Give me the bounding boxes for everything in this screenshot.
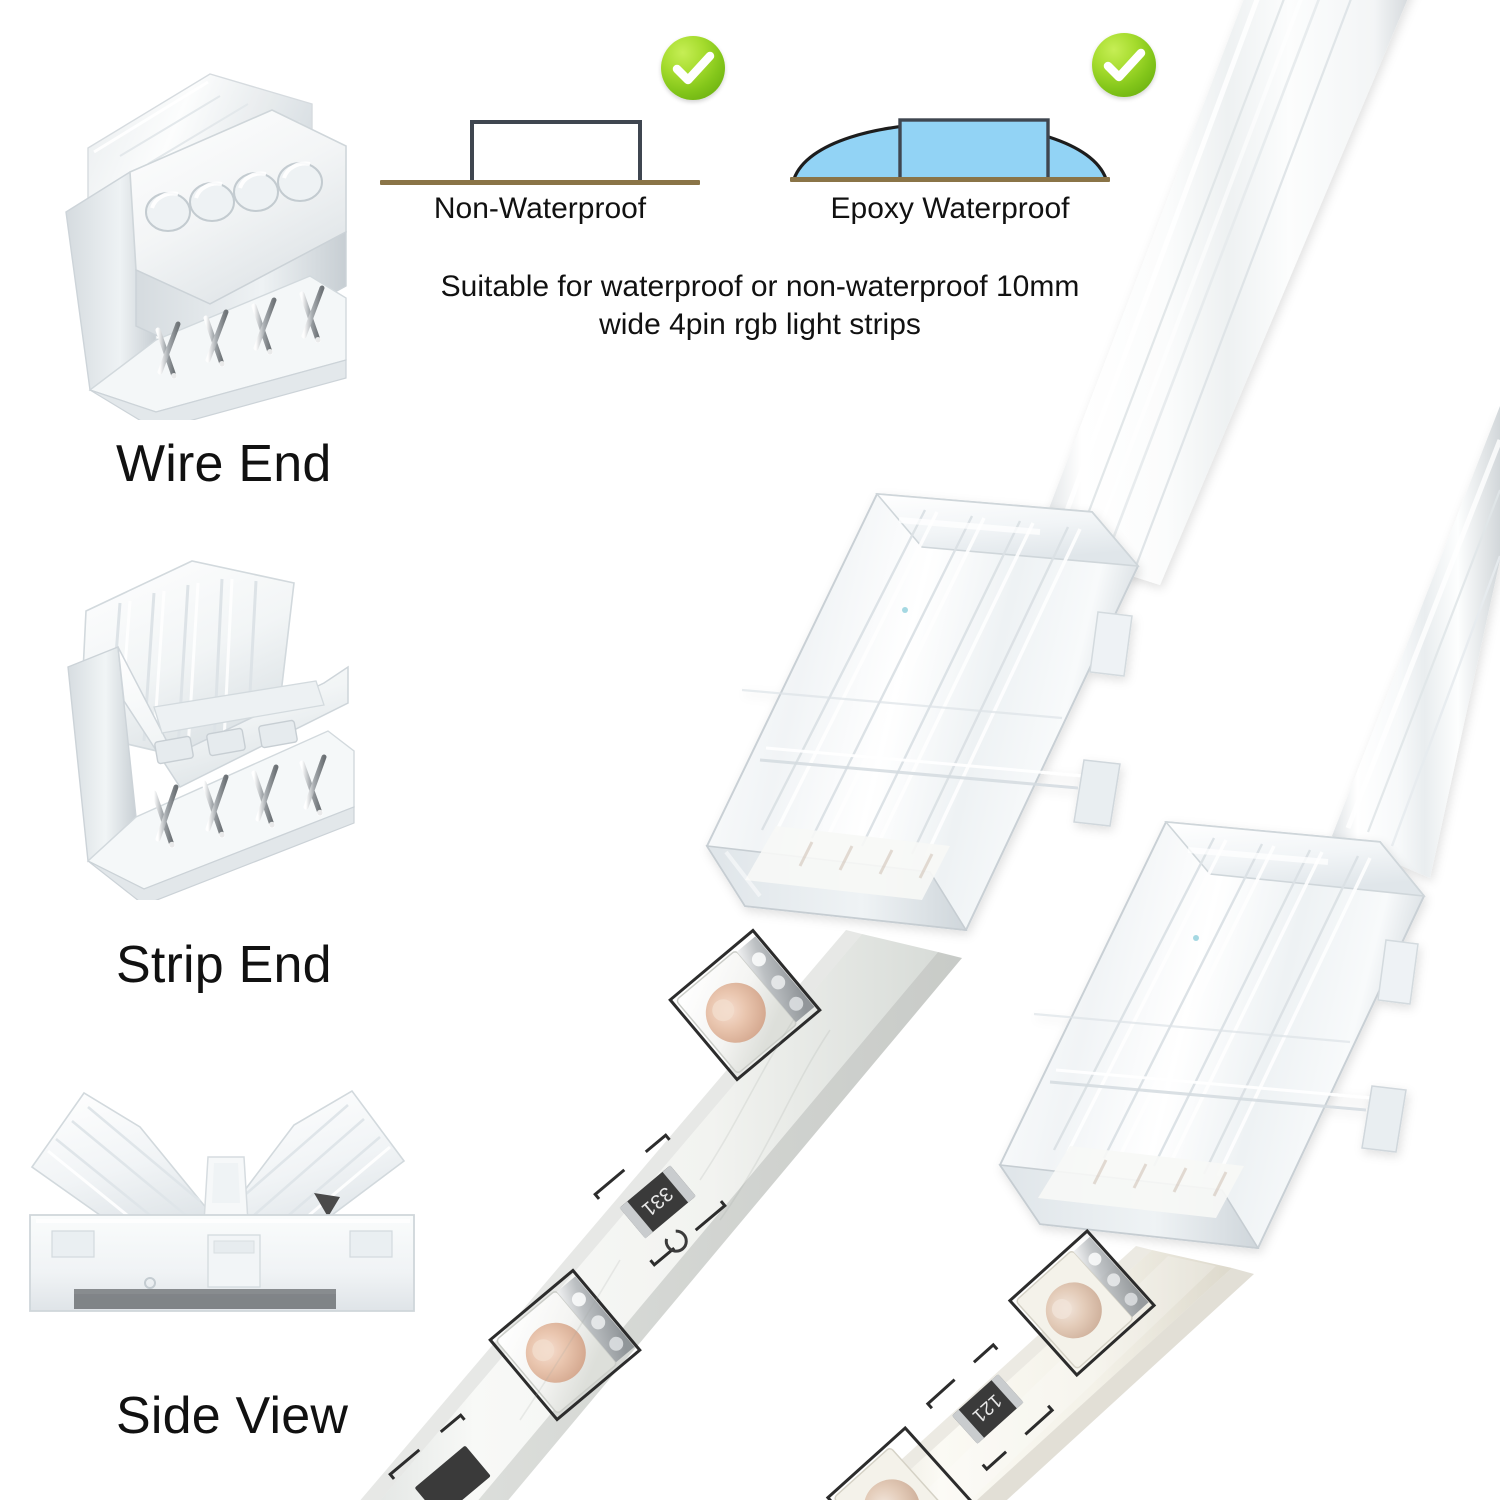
strip-profile-flat <box>470 120 642 183</box>
caption-epoxy-waterproof: Epoxy Waterproof <box>830 192 1070 225</box>
diagram-non-waterproof <box>380 110 700 190</box>
view-label-strip-end: Strip End <box>116 936 332 994</box>
description-line-1: Suitable for waterproof or non-waterproo… <box>440 270 1080 303</box>
diagram-epoxy-waterproof <box>790 95 1110 190</box>
epoxy-dome-shape <box>790 95 1110 181</box>
led-strip-epoxy: 121 <box>825 1228 1254 1500</box>
lower-assembly: 121 <box>825 406 1500 1500</box>
check-icon <box>1092 33 1156 97</box>
product-description: Suitable for waterproof or non-waterproo… <box>420 268 1100 344</box>
view-wire-end-image <box>60 60 370 420</box>
caption-non-waterproof: Non-Waterproof <box>433 192 647 225</box>
connector-upper <box>705 492 1140 932</box>
view-label-side-view: Side View <box>116 1387 349 1445</box>
wire-holes <box>145 161 323 232</box>
contact-pins <box>151 754 327 848</box>
strip-components-1: 331 <box>388 928 822 1500</box>
mounting-surface-line <box>790 177 1110 182</box>
check-badge-non-waterproof <box>661 36 725 100</box>
contact-pins <box>155 285 325 379</box>
svg-text:331: 331 <box>637 1182 677 1220</box>
check-icon <box>661 36 725 100</box>
description-line-2: wide 4pin rgb light strips <box>599 308 921 341</box>
led-strip-non-waterproof: 331 <box>360 928 962 1500</box>
connector-lower <box>998 820 1426 1250</box>
check-badge-epoxy-waterproof <box>1092 33 1156 97</box>
mounting-surface-line <box>380 180 700 185</box>
svg-text:121: 121 <box>968 1389 1006 1426</box>
strip-components-2: 121 <box>825 1228 1157 1500</box>
cable-lower <box>1332 406 1500 878</box>
view-strip-end-image <box>62 555 372 900</box>
view-label-wire-end: Wire End <box>116 435 332 493</box>
view-side-view-image <box>22 1075 422 1345</box>
